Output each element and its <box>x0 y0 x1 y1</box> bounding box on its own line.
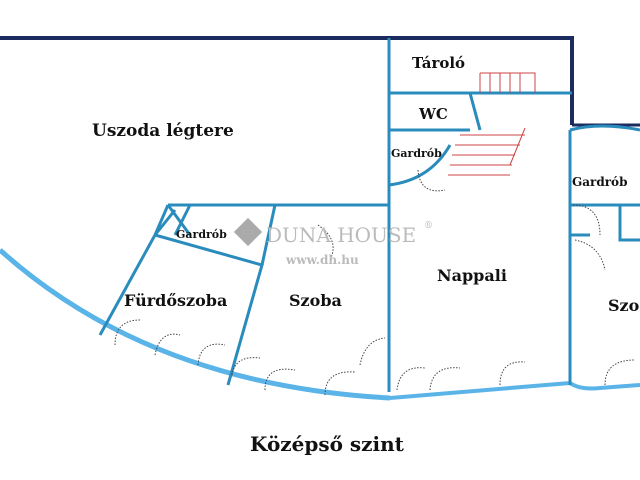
room-label-gardrob-1: Gardrób <box>391 147 442 160</box>
room-label-furdoszoba: Fürdőszoba <box>124 291 227 310</box>
door-swings <box>114 169 636 396</box>
room-label-tarolo: Tároló <box>412 54 465 72</box>
glass-wall-curve <box>0 248 391 401</box>
watermark-registered: ® <box>424 221 433 231</box>
room-label-szoba-1: Szoba <box>289 291 342 310</box>
outer-wall-top <box>0 36 574 125</box>
duna-house-logo-icon <box>233 217 263 247</box>
room-label-gardrob-2: Gardrób <box>176 228 227 241</box>
interior-walls <box>98 38 640 392</box>
watermark-url: www.dh.hu <box>285 253 359 267</box>
glass-wall-right <box>389 380 640 400</box>
room-label-wc: WC <box>418 105 448 123</box>
room-label-szoba-2: Szo <box>608 296 640 315</box>
room-label-uszoda: Uszoda légtere <box>92 121 234 141</box>
watermark-brand: DUNA HOUSE <box>266 223 416 247</box>
room-label-gardrob-3: Gardrób <box>572 175 627 189</box>
floor-caption: Középső szint <box>250 432 405 456</box>
stairs <box>448 72 536 176</box>
room-label-nappali: Nappali <box>437 266 507 285</box>
